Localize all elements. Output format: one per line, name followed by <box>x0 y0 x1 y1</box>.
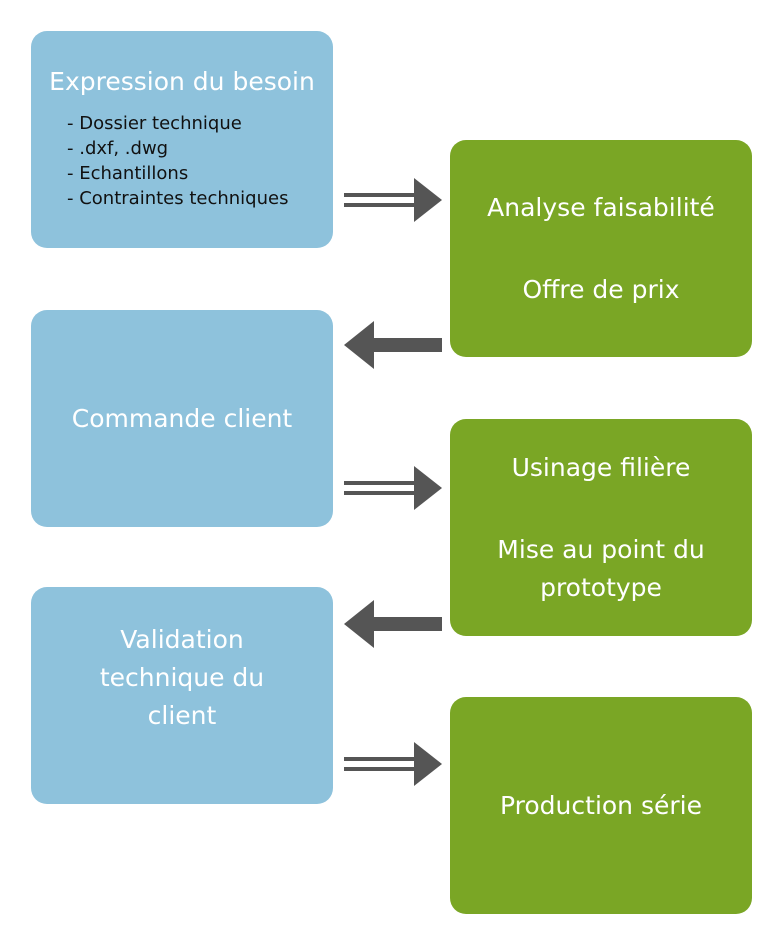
list-item: - Contraintes techniques <box>67 188 289 209</box>
list-item: - Echantillons <box>67 163 189 184</box>
box-line: technique du <box>99 662 265 692</box>
arrow-right-icon <box>344 742 442 786</box>
arrow-left-icon <box>344 321 442 369</box>
box-line: Offre de prix <box>522 274 680 304</box>
arrow-right-icon <box>344 178 442 222</box>
box-commande-client: Commande client <box>31 310 333 527</box>
box-line: Validation <box>120 624 244 654</box>
box-title: Expression du besoin <box>49 67 315 96</box>
list-item: - Dossier technique <box>67 113 242 134</box>
box-title: Production série <box>500 790 702 820</box>
box-usinage-filiere: Usinage filière Mise au point du prototy… <box>450 419 752 636</box>
arrow-left-icon <box>344 600 442 648</box>
box-production-serie: Production série <box>450 697 752 914</box>
box-line: prototype <box>540 572 662 602</box>
box-validation-technique: Validation technique du client <box>31 587 333 804</box>
box-line: Analyse faisabilité <box>487 192 715 222</box>
arrow-right-icon <box>344 466 442 510</box>
box-analyse-faisabilite: Analyse faisabilité Offre de prix <box>450 140 752 357</box>
box-line: Mise au point du <box>497 534 705 564</box>
box-title: Commande client <box>71 403 293 433</box>
box-expression-besoin: Expression du besoin - Dossier technique… <box>31 31 333 248</box>
requirements-list: - Dossier technique - .dxf, .dwg - Echan… <box>31 111 288 211</box>
box-line: client <box>147 700 217 730</box>
box-line: Usinage filière <box>511 452 691 482</box>
list-item: - .dxf, .dwg <box>67 138 169 159</box>
